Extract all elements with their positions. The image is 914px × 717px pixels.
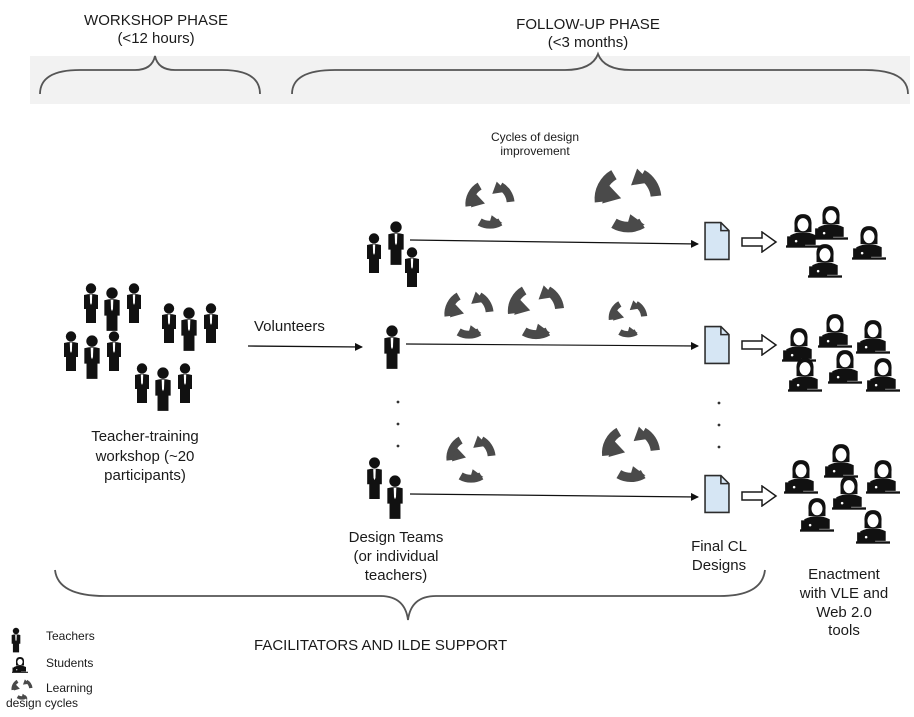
workshop-label-line-3: participants) [104,467,186,484]
cycle-icon [448,292,489,337]
workshop-crowd [64,283,218,411]
teacher-icon [178,363,192,403]
volunteers-label: Volunteers [254,318,325,335]
workshop-label-line-1: Teacher-training [91,428,199,445]
followup-brace [291,51,909,95]
teacher-icon [384,325,400,369]
cycles-label-line-2: improvement [500,144,570,159]
cycle-icon [612,300,644,336]
enactment-line-4: tools [828,622,860,640]
teacher-icon [162,303,176,343]
teacher-icon [367,233,381,273]
workshop-label-line-2: workshop (~20 [95,447,195,465]
teacher-icon [155,367,171,411]
teacher-icon [64,331,78,371]
volunteers-arrow [247,342,363,351]
design-team-1 [367,221,419,287]
cycle-icon [512,285,559,337]
teacher-icon [135,363,149,403]
workshop-phase-duration: (<12 hours) [117,30,195,47]
workshop-label: Teacher-training workshop (~20 participa… [55,427,235,486]
phase-band [30,56,910,104]
student-group-1 [786,206,886,278]
teacher-icon [104,287,120,331]
student-group-3 [784,444,900,544]
document-icon [704,325,730,365]
design-teams-line-2: (or individual [353,547,439,565]
support-label: FACILITATORS AND ILDE SUPPORT [254,637,508,654]
design-team-3 [367,457,403,519]
legend-cycles-label-1: Learning [46,681,93,695]
row-arrow-2 [405,341,699,350]
student-icon [856,320,890,354]
followup-phase-title: FOLLOW-UP PHASE [516,16,660,33]
student-icon [800,498,834,532]
cycles-label-line-1: Cycles of design [490,130,580,144]
student-icon [832,476,866,510]
cycle-icon [450,436,491,481]
final-designs-line-1: Final CL [691,538,747,555]
legend-cycles-label-2: design cycles [6,696,79,710]
enactment-line-3: Web 2.0 [816,603,872,621]
cycle-icon [600,169,656,231]
teacher-icon [405,247,419,287]
teacher-icon [204,303,218,343]
student-icon [818,314,852,348]
followup-phase-header: FOLLOW-UP PHASE (<3 months) [468,16,708,52]
workshop-brace [39,55,261,95]
student-icon [814,206,848,240]
student-icon [808,244,842,278]
teacher-icon [367,457,382,499]
document-icon [704,474,730,514]
student-icon [866,460,900,494]
legend-teachers-label: Teachers [46,629,95,643]
design-teams-line-3: teachers) [364,566,428,584]
final-designs-line-2: Designs [691,556,747,574]
enactment-label: Enactment with VLE and Web 2.0 tools [786,566,902,641]
workshop-phase-header: WORKSHOP PHASE (<12 hours) [36,12,276,48]
student-group-2 [782,314,900,392]
teacher-icon [387,475,403,519]
document-icon [704,221,730,261]
cycle-icon [607,427,656,480]
student-icon [852,226,886,260]
cycles-label: Cycles of design improvement [460,130,610,159]
teacher-icon [84,335,100,379]
design-teams-label: Design Teams (or individual teachers) [316,529,476,585]
workshop-phase-title: WORKSHOP PHASE [84,12,228,29]
student-icon [784,460,818,494]
followup-phase-duration: (<3 months) [547,34,629,51]
student-icon [788,358,822,392]
enactment-line-1: Enactment [808,566,880,583]
legend-students-label: Students [46,656,94,670]
design-teams-line-1: Design Teams [348,529,444,546]
teacher-icon [107,331,121,371]
teacher-icon [388,221,404,265]
cycle-icon [469,182,510,227]
student-icon [782,328,816,362]
legend-student-icon [12,657,28,673]
continuation-dots [396,400,721,449]
enactment-line-2: with VLE and [799,584,889,602]
student-icon [824,444,858,478]
final-designs-label: Final CL Designs [664,538,774,576]
support-brace [54,569,766,621]
student-icon [828,350,862,384]
row-arrow-1 [409,239,699,248]
hollow-arrow-icon [741,334,777,356]
hollow-arrow-icon [741,231,777,253]
teacher-icon [181,307,197,351]
student-icon [866,358,900,392]
student-icon [856,510,890,544]
teacher-icon [84,283,98,323]
legend-teacher-icon [11,627,21,653]
hollow-arrow-icon [741,485,777,507]
row-arrow-3 [409,492,699,501]
teacher-icon [127,283,141,323]
